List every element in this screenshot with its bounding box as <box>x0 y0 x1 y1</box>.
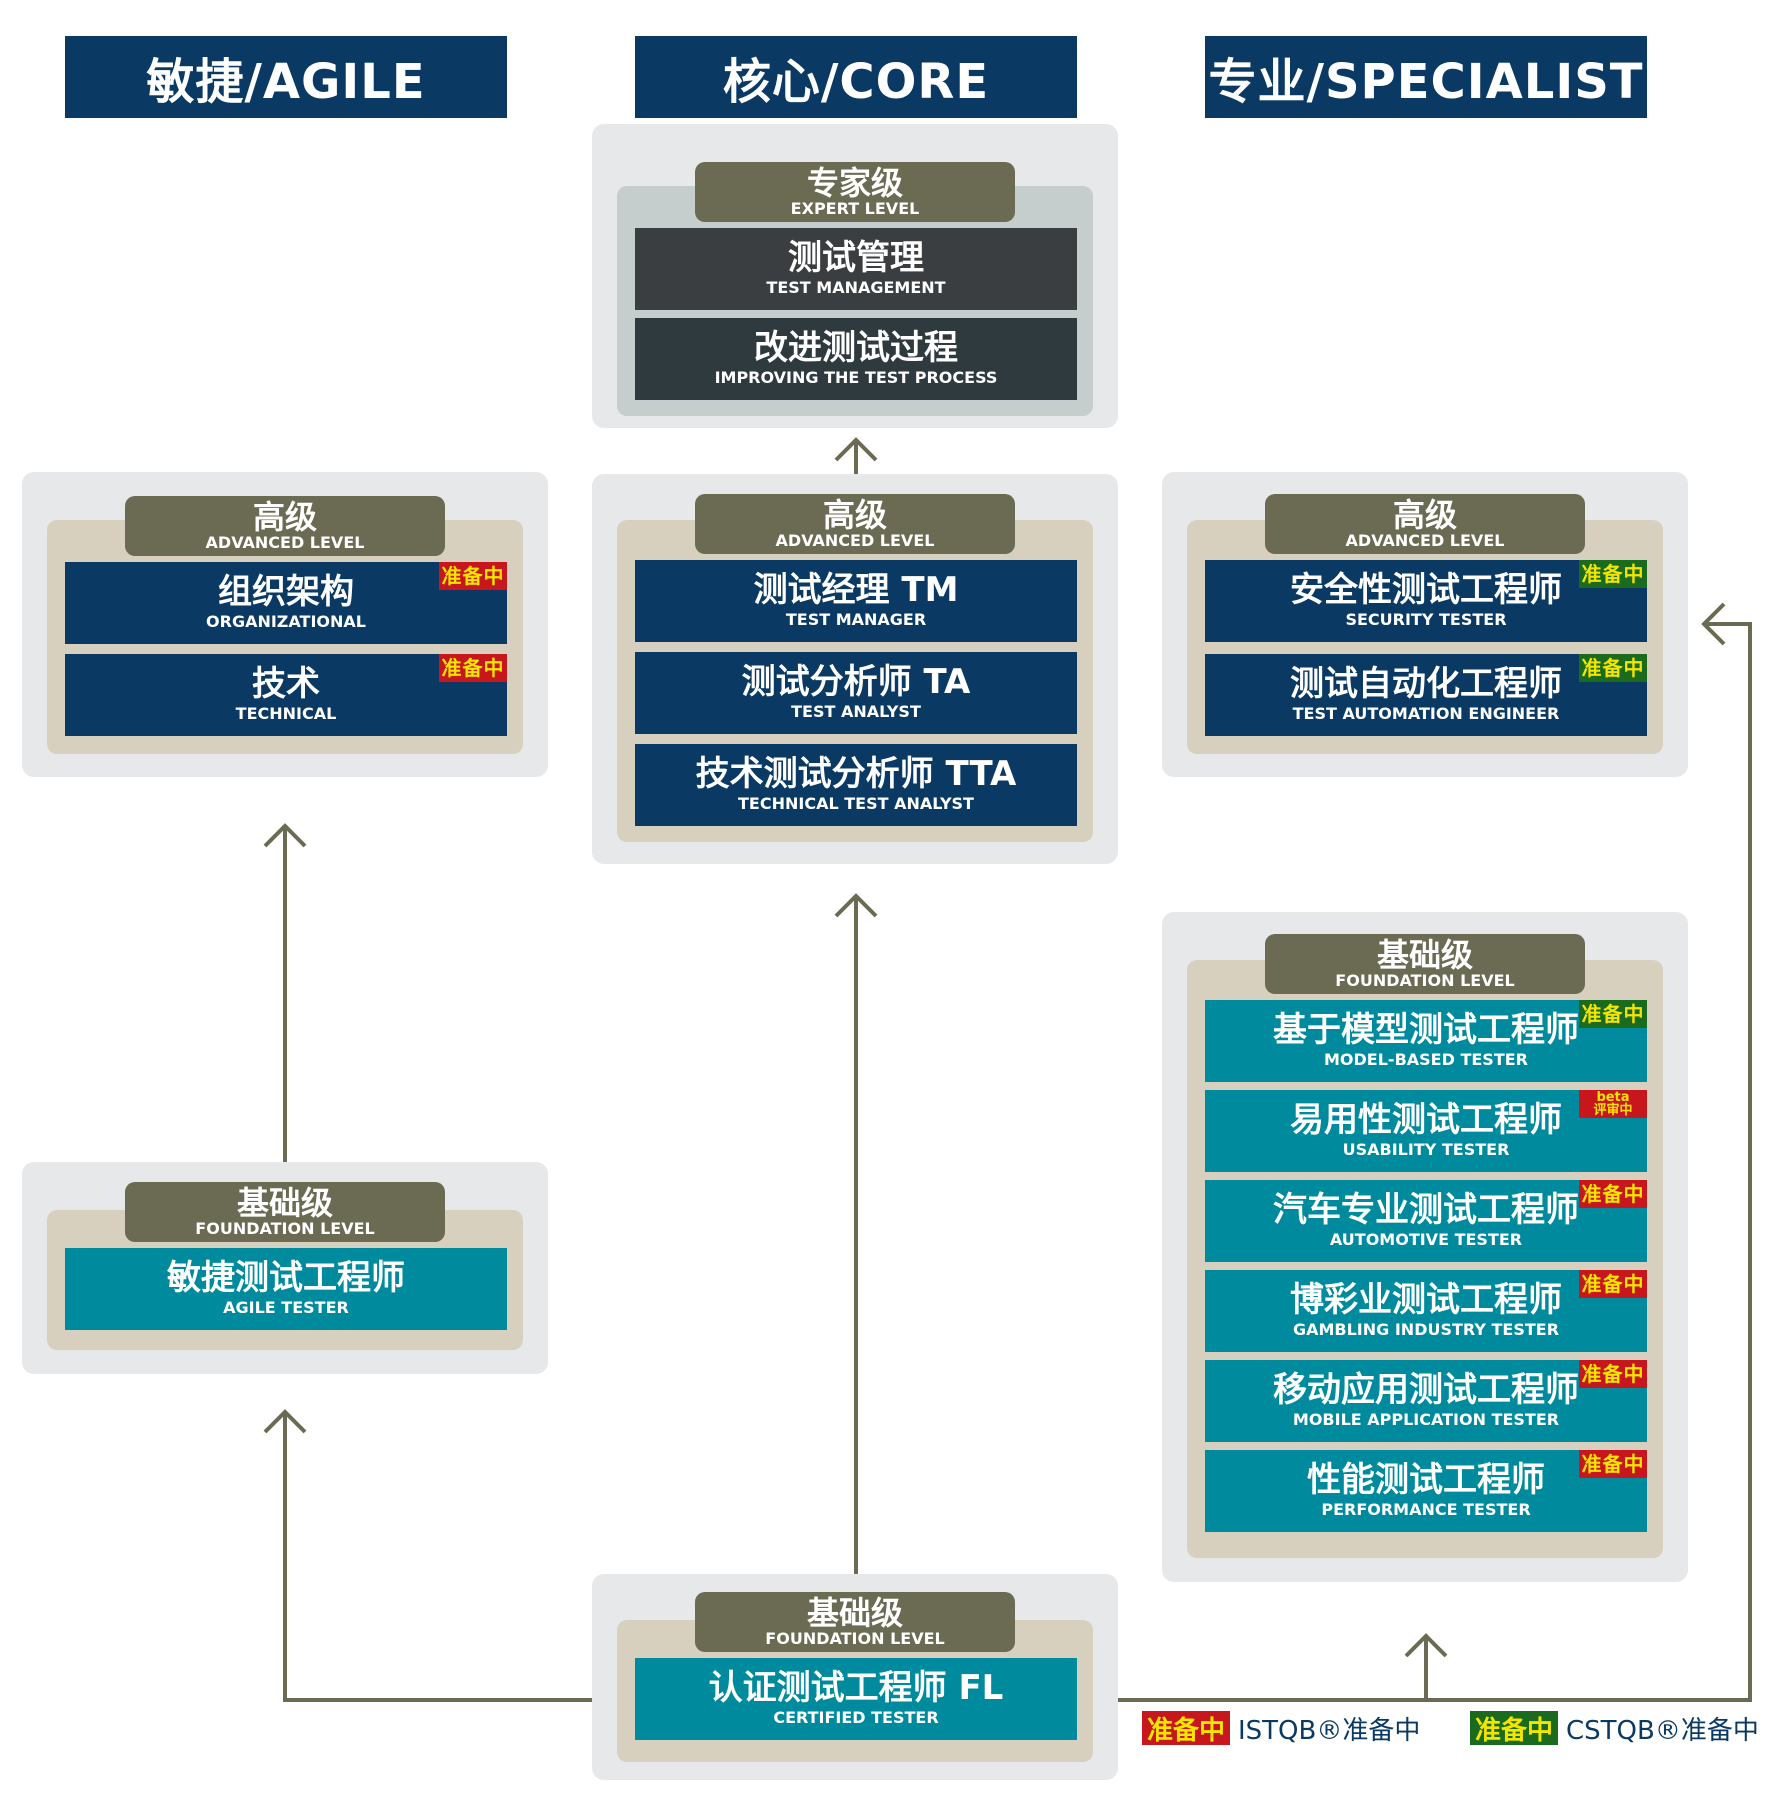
column-header-core: 核心/CORE <box>635 36 1077 118</box>
level-title-zh: 基础级 <box>236 1184 333 1222</box>
level-title-zh: 专家级 <box>806 164 903 202</box>
card-title-zh: 移动应用测试工程师 <box>1273 1369 1579 1410</box>
card-title-zh: 测试分析师 TA <box>741 661 971 702</box>
card-technical-test-analyst[interactable]: 技术测试分析师 TTA TECHNICAL TEST ANALYST <box>635 744 1077 826</box>
card-title-zh: 安全性测试工程师 <box>1290 569 1562 610</box>
level-tab-foundation-core: 基础级 FOUNDATION LEVEL <box>695 1592 1015 1652</box>
badge-beta-label: beta <box>1596 1090 1630 1105</box>
badge-preparing: 准备中 <box>439 562 507 590</box>
level-tab-advanced-specialist: 高级 ADVANCED LEVEL <box>1265 494 1585 554</box>
card-title-en: GAMBLING INDUSTRY TESTER <box>1292 1320 1560 1340</box>
card-title-en: IMPROVING THE TEST PROCESS <box>714 368 998 388</box>
legend-cstqb: 准备中 CSTQB®准备中 <box>1470 1710 1759 1746</box>
level-title-zh: 基础级 <box>806 1594 903 1632</box>
card-title-zh: 博彩业测试工程师 <box>1290 1279 1562 1320</box>
level-tab-foundation-specialist: 基础级 FOUNDATION LEVEL <box>1265 934 1585 994</box>
level-tab-advanced-agile: 高级 ADVANCED LEVEL <box>125 496 445 556</box>
badge-review-label: 评审中 <box>1593 1103 1633 1118</box>
card-title-en: AGILE TESTER <box>223 1298 349 1318</box>
card-test-manager[interactable]: 测试经理 TM TEST MANAGER <box>635 560 1077 642</box>
card-agile-tester[interactable]: 敏捷测试工程师 AGILE TESTER <box>65 1248 507 1330</box>
card-title-zh: 组织架构 <box>218 571 354 612</box>
card-title-en: TECHNICAL TEST ANALYST <box>738 794 974 814</box>
card-certified-tester[interactable]: 认证测试工程师 FL CERTIFIED TESTER <box>635 1658 1077 1740</box>
card-title-en: TECHNICAL <box>235 704 337 724</box>
card-title-en: USABILITY TESTER <box>1342 1140 1510 1160</box>
card-performance-tester[interactable]: 性能测试工程师 PERFORMANCE TESTER 准备中 <box>1205 1450 1647 1532</box>
card-technical[interactable]: 技术 TECHNICAL 准备中 <box>65 654 507 736</box>
card-model-based-tester[interactable]: 基于模型测试工程师 MODEL-BASED TESTER 准备中 <box>1205 1000 1647 1082</box>
badge-preparing: 准备中 <box>1579 1180 1647 1208</box>
card-improving-test-process[interactable]: 改进测试过程 IMPROVING THE TEST PROCESS <box>635 318 1077 400</box>
arrow-core-to-specialist-foundation <box>1118 1636 1428 1702</box>
card-title-zh: 汽车专业测试工程师 <box>1273 1189 1579 1230</box>
card-title-en: TEST AUTOMATION ENGINEER <box>1292 704 1560 724</box>
card-title-en: TEST ANALYST <box>791 702 921 722</box>
badge-preparing: 准备中 <box>1579 1360 1647 1388</box>
arrow-core-to-agile-foundation <box>283 1412 592 1702</box>
level-title-en: ADVANCED LEVEL <box>205 533 365 552</box>
badge-beta-review: beta 评审中 <box>1579 1090 1647 1118</box>
arrow-core-to-specialist-advanced <box>1426 622 1752 1702</box>
level-title-zh: 高级 <box>822 496 887 534</box>
card-title-zh: 易用性测试工程师 <box>1290 1099 1562 1140</box>
card-title-en: TEST MANAGER <box>785 610 927 630</box>
level-tab-foundation-agile: 基础级 FOUNDATION LEVEL <box>125 1182 445 1242</box>
card-title-en: TEST MANAGEMENT <box>766 278 946 298</box>
card-title-en: SECURITY TESTER <box>1345 610 1507 630</box>
card-title-zh: 测试管理 <box>788 237 924 278</box>
card-mobile-application-tester[interactable]: 移动应用测试工程师 MOBILE APPLICATION TESTER 准备中 <box>1205 1360 1647 1442</box>
column-header-specialist: 专业/SPECIALIST <box>1205 36 1647 118</box>
card-title-zh: 认证测试工程师 FL <box>708 1667 1004 1708</box>
card-test-management[interactable]: 测试管理 TEST MANAGEMENT <box>635 228 1077 310</box>
level-title-en: FOUNDATION LEVEL <box>195 1219 375 1238</box>
level-tab-expert: 专家级 EXPERT LEVEL <box>695 162 1015 222</box>
level-title-zh: 基础级 <box>1376 936 1473 974</box>
level-title-en: ADVANCED LEVEL <box>775 531 935 550</box>
card-title-en: CERTIFIED TESTER <box>773 1708 939 1728</box>
legend-swatch-green: 准备中 <box>1470 1711 1558 1746</box>
card-security-tester[interactable]: 安全性测试工程师 SECURITY TESTER 准备中 <box>1205 560 1647 642</box>
legend-label-istqb: ISTQB®准备中 <box>1238 1715 1421 1746</box>
card-title-zh: 敏捷测试工程师 <box>167 1257 405 1298</box>
card-title-zh: 基于模型测试工程师 <box>1273 1009 1579 1050</box>
level-title-zh: 高级 <box>252 498 317 536</box>
card-usability-tester[interactable]: 易用性测试工程师 USABILITY TESTER beta 评审中 <box>1205 1090 1647 1172</box>
card-title-en: PERFORMANCE TESTER <box>1321 1500 1531 1520</box>
card-title-en: MODEL-BASED TESTER <box>1324 1050 1528 1070</box>
card-title-zh: 改进测试过程 <box>754 327 958 368</box>
card-organizational[interactable]: 组织架构 ORGANIZATIONAL 准备中 <box>65 562 507 644</box>
level-title-en: FOUNDATION LEVEL <box>765 1629 945 1648</box>
level-tab-advanced-core: 高级 ADVANCED LEVEL <box>695 494 1015 554</box>
badge-preparing: 准备中 <box>1579 654 1647 682</box>
badge-preparing: 准备中 <box>1579 560 1647 588</box>
column-header-agile: 敏捷/AGILE <box>65 36 507 118</box>
card-test-automation-engineer[interactable]: 测试自动化工程师 TEST AUTOMATION ENGINEER 准备中 <box>1205 654 1647 736</box>
card-title-en: MOBILE APPLICATION TESTER <box>1292 1410 1560 1430</box>
level-title-en: FOUNDATION LEVEL <box>1335 971 1515 990</box>
legend-istqb: 准备中 ISTQB®准备中 <box>1142 1710 1420 1746</box>
card-automotive-tester[interactable]: 汽车专业测试工程师 AUTOMOTIVE TESTER 准备中 <box>1205 1180 1647 1262</box>
badge-preparing: 准备中 <box>1579 1450 1647 1478</box>
badge-preparing: 准备中 <box>439 654 507 682</box>
card-gambling-industry-tester[interactable]: 博彩业测试工程师 GAMBLING INDUSTRY TESTER 准备中 <box>1205 1270 1647 1352</box>
legend-swatch-red: 准备中 <box>1142 1711 1230 1746</box>
card-title-zh: 性能测试工程师 <box>1307 1459 1545 1500</box>
level-title-zh: 高级 <box>1392 496 1457 534</box>
card-title-zh: 技术 <box>252 663 320 704</box>
badge-preparing: 准备中 <box>1579 1270 1647 1298</box>
card-title-en: ORGANIZATIONAL <box>206 612 366 632</box>
badge-preparing: 准备中 <box>1579 1000 1647 1028</box>
card-test-analyst[interactable]: 测试分析师 TA TEST ANALYST <box>635 652 1077 734</box>
legend-label-cstqb: CSTQB®准备中 <box>1566 1715 1759 1746</box>
card-title-zh: 测试自动化工程师 <box>1290 663 1562 704</box>
card-title-zh: 测试经理 TM <box>753 569 959 610</box>
level-title-en: EXPERT LEVEL <box>790 199 920 218</box>
level-title-en: ADVANCED LEVEL <box>1345 531 1505 550</box>
card-title-zh: 技术测试分析师 TTA <box>695 753 1017 794</box>
card-title-en: AUTOMOTIVE TESTER <box>1329 1230 1523 1250</box>
